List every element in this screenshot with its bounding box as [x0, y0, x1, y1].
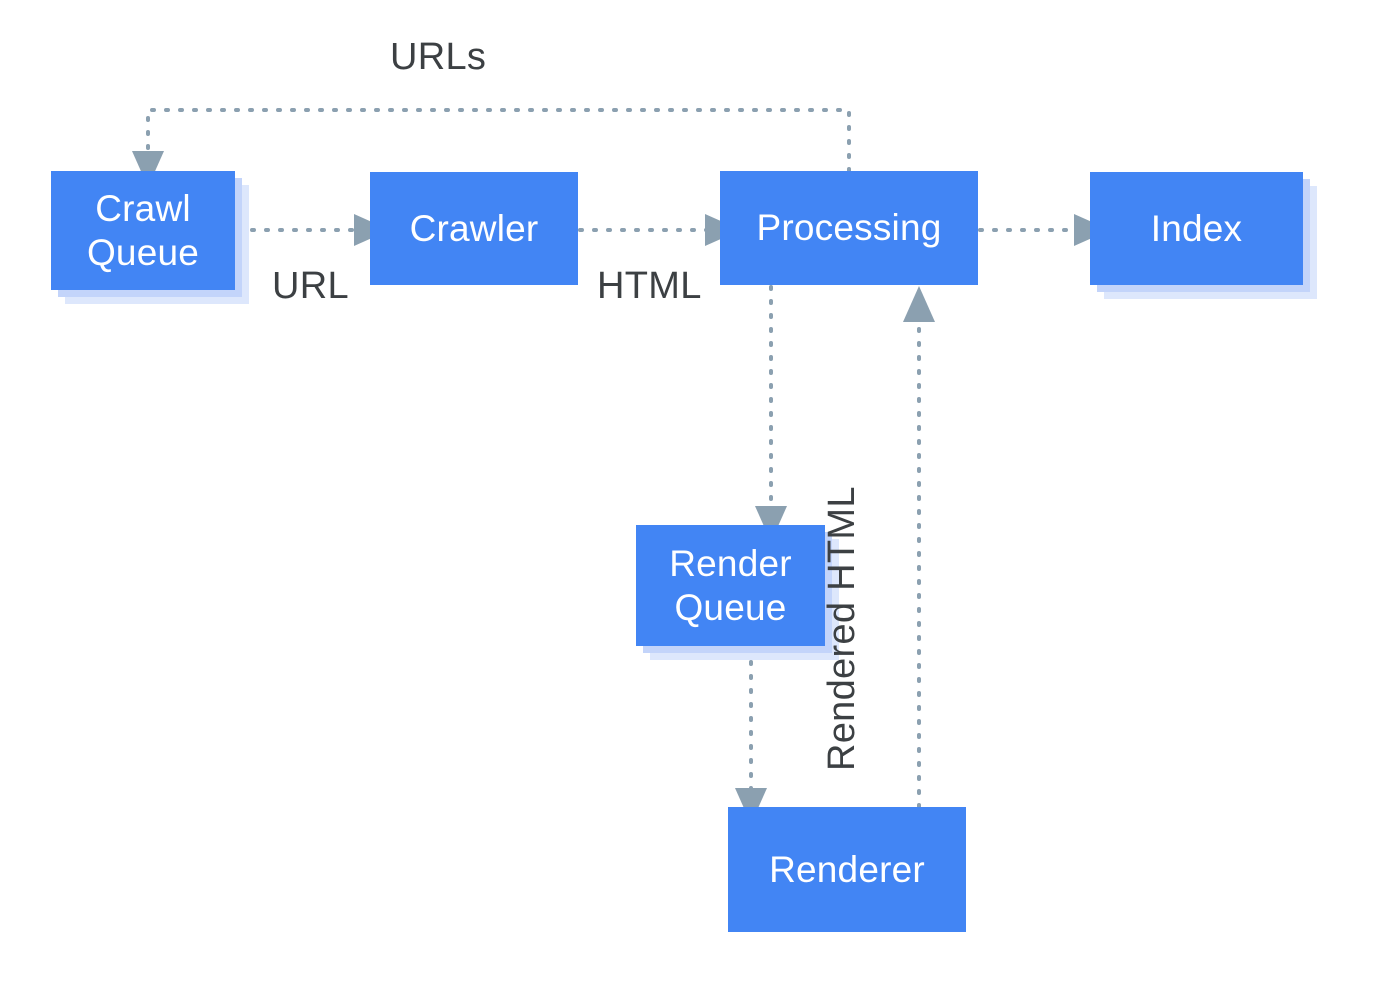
edge-label-urls: URLs [390, 36, 487, 78]
edge-urls [132, 108, 851, 187]
node-index[interactable]: Index [1090, 172, 1303, 285]
node-renderer-label: Renderer [769, 848, 925, 890]
edge-label-rendered-html: Rendered HTML [821, 486, 863, 771]
node-processing[interactable]: Processing [720, 171, 978, 285]
node-render-queue-label: Render Queue [669, 542, 792, 628]
node-processing-label: Processing [756, 207, 942, 249]
node-crawl-queue[interactable]: Crawl Queue [51, 171, 235, 290]
node-crawl-queue-label: Crawl Queue [86, 187, 200, 273]
node-renderer[interactable]: Renderer [728, 807, 966, 932]
node-crawler-label: Crawler [409, 207, 539, 249]
node-index-label: Index [1150, 207, 1243, 249]
edge-label-url: URL [272, 265, 349, 307]
node-crawler[interactable]: Crawler [370, 172, 578, 285]
node-render-queue[interactable]: Render Queue [636, 525, 825, 646]
edge-label-html: HTML [597, 265, 702, 307]
